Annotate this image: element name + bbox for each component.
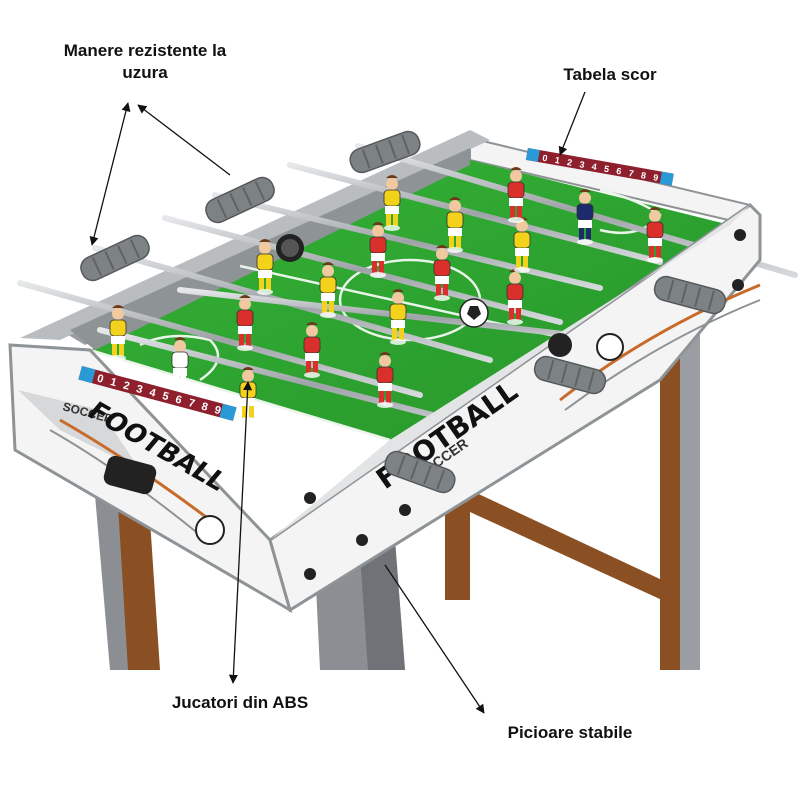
player-figure[interactable] — [319, 262, 337, 318]
score-digit: 0 — [542, 153, 549, 164]
callout-legs: Picioare stabile — [507, 723, 633, 742]
player-figure[interactable] — [256, 239, 274, 295]
rod-handle[interactable] — [382, 448, 458, 495]
player-figure[interactable] — [389, 289, 407, 345]
score-digit: 5 — [161, 390, 170, 403]
score-digit: 9 — [213, 404, 222, 417]
callout-arrows — [89, 91, 586, 714]
rod-handle[interactable] — [347, 128, 423, 175]
player-figure[interactable] — [576, 189, 594, 245]
players-group — [109, 167, 664, 423]
score-digit: 8 — [640, 170, 647, 181]
score-digit: 5 — [603, 164, 610, 175]
player-figure[interactable] — [376, 352, 394, 408]
leg-back-right — [660, 330, 680, 670]
score-digit: 3 — [135, 383, 144, 396]
table-legs — [95, 322, 700, 670]
ball — [459, 298, 489, 328]
frame-bolts — [304, 229, 746, 580]
handles-group — [77, 128, 728, 495]
player-figure[interactable] — [513, 217, 531, 273]
score-digit: 4 — [148, 387, 158, 400]
arrow-players — [228, 381, 253, 684]
arrow-handles-left — [89, 102, 131, 246]
score-digit: 2 — [566, 157, 573, 168]
leg-front-left-gray — [95, 495, 128, 670]
player-figure[interactable] — [236, 295, 254, 351]
score-digit: 7 — [628, 168, 635, 179]
leg-front-left-wood — [115, 505, 160, 670]
score-digit: 9 — [652, 172, 659, 183]
arrow-scoreboard — [558, 91, 586, 156]
player-figure[interactable] — [369, 222, 387, 278]
left-wall-top — [20, 130, 490, 340]
score-digit: 3 — [579, 159, 586, 170]
leg-back-mid — [445, 500, 470, 600]
score-digit: 6 — [616, 166, 623, 177]
callout-handles: Manere rezistente la uzura — [63, 41, 227, 82]
score-digit: 1 — [109, 376, 118, 389]
player-figure[interactable] — [109, 305, 127, 361]
arrow-legs — [384, 564, 485, 714]
leg-brace — [470, 490, 662, 600]
player-figure[interactable] — [383, 175, 401, 231]
callout-scoreboard: Tabela scor — [563, 65, 657, 84]
rod-handle[interactable] — [77, 232, 152, 284]
score-digit: 6 — [174, 394, 183, 407]
leg-front-right-shade — [360, 540, 405, 670]
score-digit: 4 — [591, 161, 598, 172]
score-digit: 7 — [187, 397, 196, 410]
leg-back-right-gray — [680, 322, 700, 670]
score-digit: 8 — [200, 401, 209, 414]
player-figure[interactable] — [303, 322, 321, 378]
front-handle-slot — [103, 455, 157, 495]
score-digit: 2 — [122, 380, 131, 393]
callout-players: Jucatori din ABS — [171, 693, 309, 712]
player-figure[interactable] — [507, 167, 525, 223]
rod-handle[interactable] — [652, 274, 728, 316]
player-figure[interactable] — [646, 207, 664, 263]
rod-handle[interactable] — [532, 354, 608, 396]
front-ball-return — [195, 515, 225, 545]
player-figure[interactable] — [446, 197, 464, 253]
arrow-handles-right — [137, 104, 231, 176]
player-figure[interactable] — [433, 245, 451, 301]
rod-handle[interactable] — [202, 174, 277, 226]
score-digit: 1 — [554, 155, 561, 166]
player-figure[interactable] — [171, 337, 189, 393]
score-digit: 0 — [96, 373, 105, 386]
